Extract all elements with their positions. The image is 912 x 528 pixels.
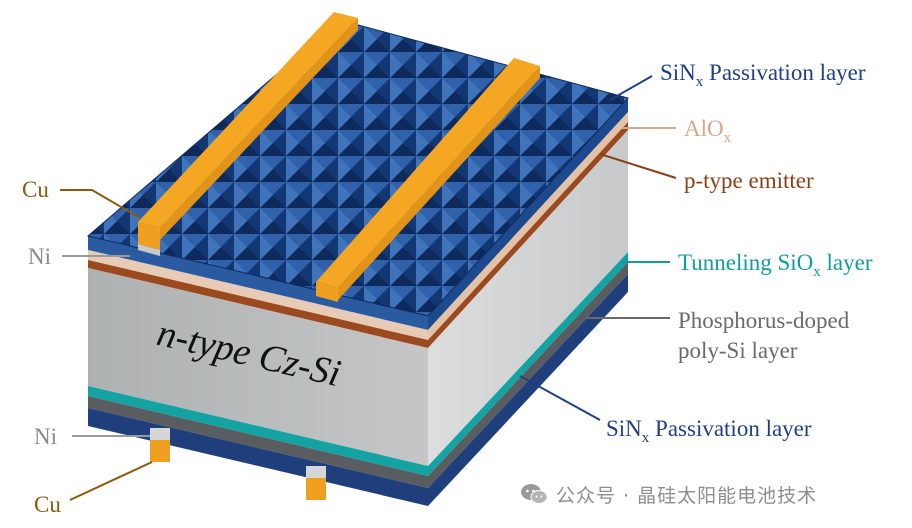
side-tunneling xyxy=(428,252,628,476)
top-finger-2 xyxy=(316,58,540,302)
side-sinx-top xyxy=(428,98,628,330)
finger-2-side xyxy=(338,66,540,300)
cu-rear-2 xyxy=(306,478,326,500)
watermark-text: 公众号 · 晶硅太阳能电池技术 xyxy=(556,484,818,507)
label-sinx-bottom: SiNx Passivation layer xyxy=(606,416,812,446)
rear-contact-1 xyxy=(150,428,170,462)
label-sinx-top: SiNx Passivation layer xyxy=(660,60,866,90)
side-alox xyxy=(428,112,628,340)
label-ni-top: Ni xyxy=(28,244,51,269)
front-poly xyxy=(88,396,428,488)
label-poly-line1: Phosphorus-doped xyxy=(678,308,850,333)
label-emitter: p-type emitter xyxy=(684,168,814,193)
side-silicon xyxy=(428,130,628,466)
side-sinx-bottom xyxy=(428,274,628,506)
front-alox xyxy=(88,250,428,340)
label-tunneling: Tunneling SiOx layer xyxy=(678,250,873,280)
front-face xyxy=(88,236,428,506)
top-finger-1 xyxy=(138,12,358,256)
leader-cu-top xyxy=(60,189,141,219)
rear-contact-2 xyxy=(306,466,326,500)
leader-lines xyxy=(60,75,677,501)
finger-1-top xyxy=(138,12,358,228)
label-alox: AlOx xyxy=(684,116,732,146)
leader-cu-bottom xyxy=(69,461,153,501)
leader-sinx-bottom xyxy=(519,375,601,421)
wechat-icon xyxy=(521,484,548,504)
finger-1-front xyxy=(138,222,160,250)
front-silicon xyxy=(88,268,428,466)
front-emitter xyxy=(88,260,428,348)
ni-top-1 xyxy=(138,244,160,256)
front-sinx-bottom xyxy=(88,408,428,506)
side-poly xyxy=(428,262,628,488)
front-sinx-top xyxy=(88,236,428,330)
side-emitter xyxy=(428,122,628,348)
leader-emitter xyxy=(599,153,677,179)
finger-2-front xyxy=(316,282,338,302)
ni-rear-1 xyxy=(150,428,170,440)
leader-sinx-top xyxy=(609,75,653,101)
finger-1-side xyxy=(160,18,358,240)
finger-2-top xyxy=(316,58,540,288)
right-side-face xyxy=(428,98,628,506)
ni-rear-2 xyxy=(306,466,326,478)
watermark: 公众号 · 晶硅太阳能电池技术 xyxy=(520,481,817,507)
front-tunneling xyxy=(88,386,428,476)
cu-rear-1 xyxy=(150,440,170,462)
label-ni-bottom: Ni xyxy=(34,424,57,449)
label-cu-bottom: Cu xyxy=(34,492,61,517)
label-cu-top: Cu xyxy=(22,177,49,202)
label-poly-line2: poly-Si layer xyxy=(678,338,798,363)
